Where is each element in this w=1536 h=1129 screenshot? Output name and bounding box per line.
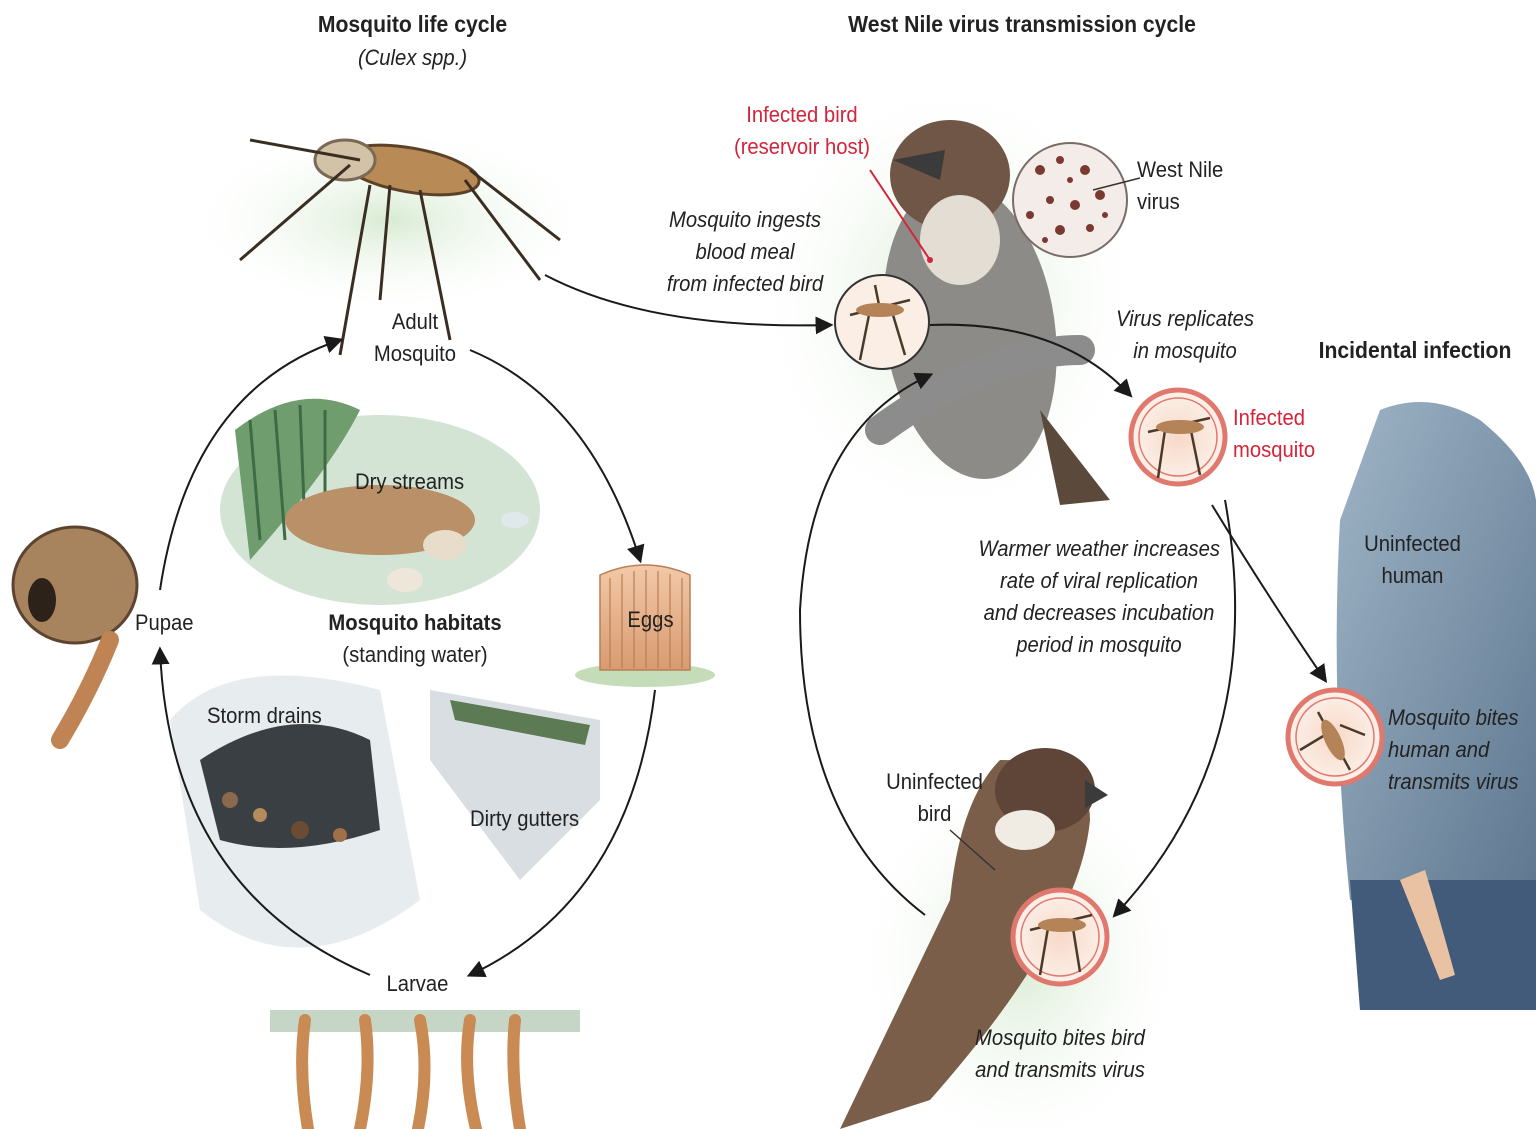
bites-bird-label: Mosquito bites bird and transmits virus (963, 1022, 1156, 1086)
larvae-illustration (270, 1010, 580, 1129)
warmer-line2: rate of viral replication (978, 565, 1219, 597)
infected-bird-pointer-dot (927, 257, 933, 263)
uninfected-bird-line1: Uninfected (877, 766, 992, 798)
infected-mosquito-label: Infected mosquito (1233, 402, 1315, 466)
habitat-gutter-illustration (430, 690, 600, 880)
bites-human-line3: transmits virus (1388, 766, 1519, 798)
ingests-line1: Mosquito ingests (658, 204, 833, 236)
eggs-label: Eggs (616, 604, 685, 636)
storm-drains-label: Storm drains (207, 700, 322, 732)
dry-streams-label: Dry streams (355, 466, 464, 498)
ingesting-mosquito-circle (835, 275, 929, 369)
adult-mosquito-label: Adult Mosquito (364, 306, 465, 370)
arrow-infected-mosquito-to-human (1212, 505, 1325, 680)
pupae-label: Pupae (135, 607, 194, 639)
bites-bird-line1: Mosquito bites bird (963, 1022, 1156, 1054)
uninfected-human-label: Uninfected human (1355, 528, 1470, 592)
bites-human-line2: human and (1388, 734, 1519, 766)
virus-line1: West Nile (1137, 154, 1223, 186)
adult-label-line1: Adult (364, 306, 465, 338)
replicates-line2: in mosquito (1107, 335, 1263, 367)
replicates-line1: Virus replicates (1107, 303, 1263, 335)
ingests-line3: from infected bird (658, 268, 833, 300)
uninfected-bird-label: Uninfected bird (877, 766, 992, 830)
transmission-title: West Nile virus transmission cycle (847, 8, 1197, 40)
bites-human-line1: Mosquito bites (1388, 702, 1519, 734)
incidental-title: Incidental infection (1318, 334, 1511, 366)
habitat-dry-streams-illustration (220, 399, 540, 605)
uninfected-human-line2: human (1355, 560, 1470, 592)
ingests-line2: blood meal (658, 236, 833, 268)
uninfected-bird-line2: bird (877, 798, 992, 830)
life-cycle-title: Mosquito life cycle (314, 8, 512, 40)
warmer-line1: Warmer weather increases (978, 533, 1219, 565)
infected-bird-line2: (reservoir host) (728, 131, 875, 163)
pupae-illustration (13, 527, 137, 740)
infected-bird-label: Infected bird (reservoir host) (728, 99, 875, 163)
larvae-label: Larvae (378, 968, 456, 1000)
west-nile-virus-label: West Nile virus (1137, 154, 1223, 218)
habitats-label: Mosquito habitats (standing water) (314, 607, 516, 671)
habitats-title: Mosquito habitats (314, 607, 516, 639)
dirty-gutters-label: Dirty gutters (470, 803, 579, 835)
infected-mosquito-line1: Infected (1233, 402, 1315, 434)
bites-bird-mosquito-circle (1013, 890, 1107, 984)
infected-mosquito-line2: mosquito (1233, 434, 1315, 466)
infected-bird-line1: Infected bird (728, 99, 875, 131)
warmer-weather-label: Warmer weather increases rate of viral r… (978, 533, 1219, 661)
bites-human-label: Mosquito bites human and transmits virus (1388, 702, 1519, 798)
life-cycle-subtitle: (Culex spp.) (346, 42, 479, 74)
habitats-subtitle: (standing water) (314, 639, 516, 671)
bites-human-mosquito-circle (1288, 690, 1382, 784)
uninfected-human-line1: Uninfected (1355, 528, 1470, 560)
warmer-line3: and decreases incubation (978, 597, 1219, 629)
virus-line2: virus (1137, 186, 1223, 218)
ingests-label: Mosquito ingests blood meal from infecte… (658, 204, 833, 300)
west-nile-virus-illustration (1013, 143, 1127, 257)
bites-bird-line2: and transmits virus (963, 1054, 1156, 1086)
warmer-line4: period in mosquito (978, 629, 1219, 661)
adult-label-line2: Mosquito (364, 338, 465, 370)
virus-replicates-label: Virus replicates in mosquito (1107, 303, 1263, 367)
infected-mosquito-circle (1131, 390, 1225, 484)
